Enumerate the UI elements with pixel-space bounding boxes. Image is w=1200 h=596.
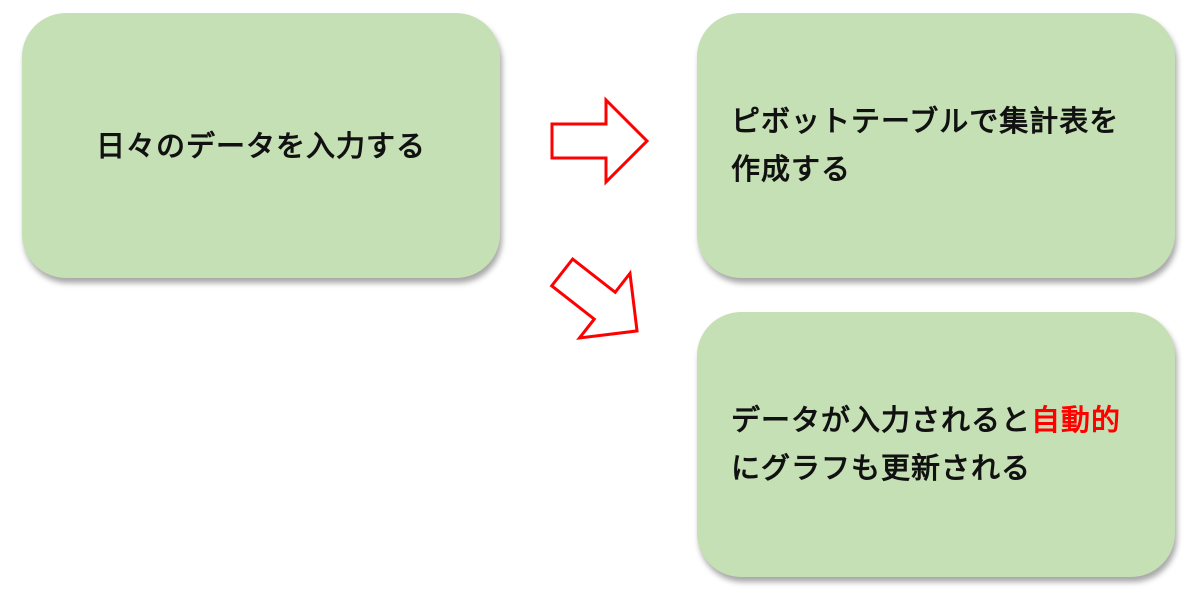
- step-graph-text-line2: にグラフも更新される: [731, 451, 1032, 485]
- step-pivot-text-line1: ピボットテーブルで集計表を: [731, 104, 1120, 138]
- step-pivot-box: ピボットテーブルで集計表を 作成する: [697, 13, 1175, 278]
- arrow-right-icon: [550, 96, 650, 186]
- step-input-text: 日々のデータを入力する: [95, 128, 426, 163]
- arrow-diagonal-down-right-icon: [549, 256, 639, 340]
- step-graph-highlight-text: 自動的: [1031, 403, 1122, 437]
- step-input-box: 日々のデータを入力する: [22, 13, 500, 278]
- step-pivot-text-line2: 作成する: [731, 152, 852, 186]
- step-graph-text-line1: データが入力されると自動的: [731, 396, 1175, 444]
- step-graph-text-line1-main: データが入力されると: [731, 403, 1032, 437]
- step-graph-box: データが入力されると自動的 にグラフも更新される: [697, 312, 1175, 577]
